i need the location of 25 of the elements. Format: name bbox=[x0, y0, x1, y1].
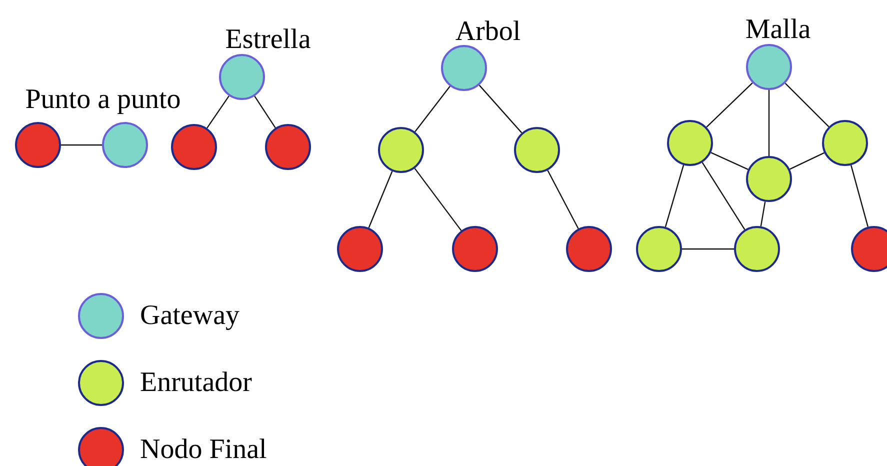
connector-line bbox=[664, 164, 684, 228]
connector-line bbox=[61, 144, 102, 146]
topology-title: Estrella bbox=[225, 26, 311, 54]
connector-line bbox=[768, 90, 770, 156]
connector-line bbox=[414, 86, 450, 132]
legend-label: Enrutador bbox=[140, 369, 252, 397]
connector-line bbox=[478, 84, 522, 134]
topology-title: Punto a punto bbox=[25, 86, 181, 114]
connector-line bbox=[206, 96, 230, 128]
legend-label: Gateway bbox=[140, 302, 240, 330]
topology-title: Arbol bbox=[455, 18, 521, 46]
connector-line bbox=[760, 202, 766, 226]
connector-line bbox=[790, 152, 824, 170]
connector-line bbox=[710, 152, 748, 170]
connector-line bbox=[254, 96, 276, 128]
connector-line bbox=[547, 170, 579, 229]
topology-title: Malla bbox=[745, 16, 811, 44]
legend-label: Nodo Final bbox=[140, 436, 267, 464]
connector-line bbox=[850, 165, 868, 227]
connector-line bbox=[682, 248, 734, 250]
connector-line bbox=[706, 82, 753, 128]
connector-line bbox=[414, 168, 462, 231]
connector-line bbox=[368, 171, 393, 228]
connector-line bbox=[784, 82, 830, 128]
connector-line bbox=[702, 162, 746, 230]
